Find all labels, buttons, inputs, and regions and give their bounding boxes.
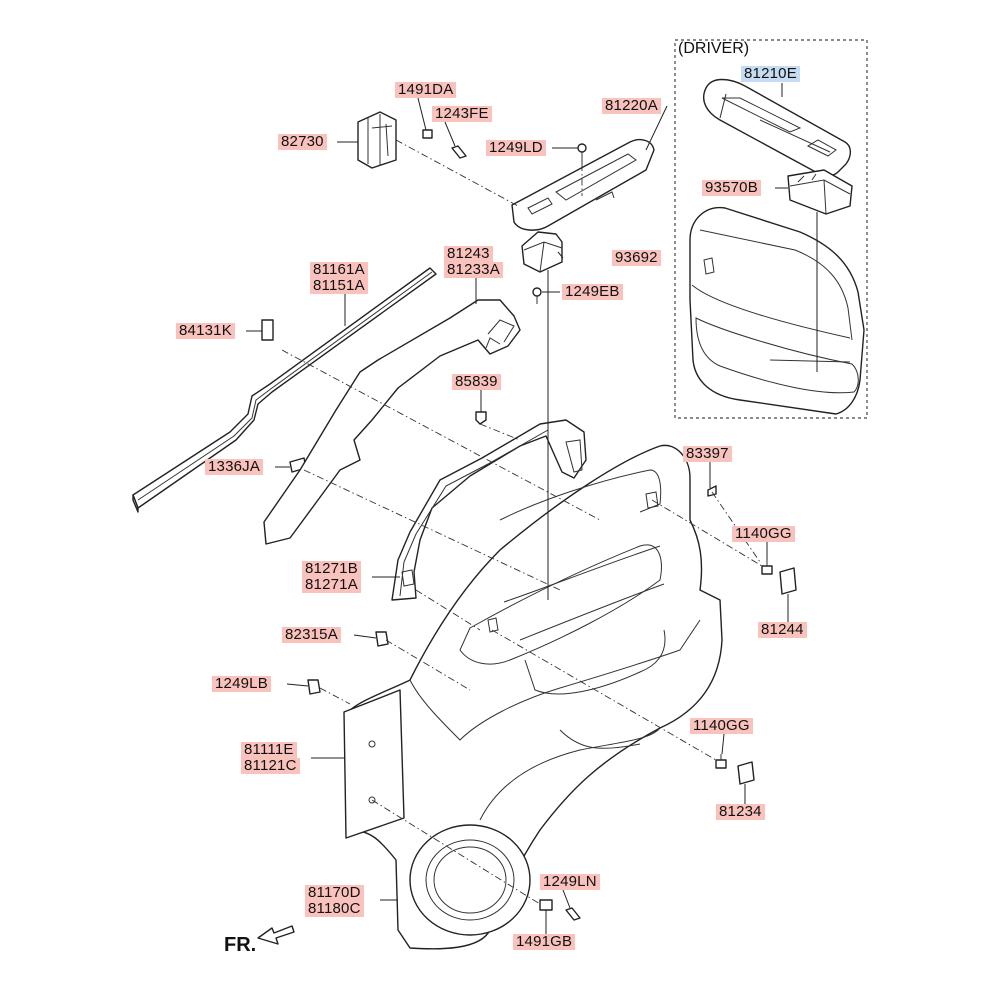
weatherstrip-81161A bbox=[132, 267, 437, 513]
part-label-1491GB[interactable]: 1491GB bbox=[513, 934, 576, 950]
part-label-81121C[interactable]: 81121C bbox=[241, 758, 300, 774]
garnish-81271B bbox=[391, 419, 587, 601]
bracket-82730 bbox=[357, 111, 397, 169]
part-label-81234[interactable]: 81234 bbox=[716, 804, 765, 820]
clip-85839 bbox=[475, 411, 487, 425]
part-label-81170D[interactable]: 81170D bbox=[305, 885, 364, 901]
part-label-1140GG-lower[interactable]: 1140GG bbox=[690, 718, 753, 734]
part-label-1336JA[interactable]: 1336JA bbox=[205, 459, 264, 475]
part-label-81161A[interactable]: 81161A bbox=[310, 262, 368, 278]
screw-1140GG-upper bbox=[761, 560, 773, 575]
part-label-82730[interactable]: 82730 bbox=[278, 134, 327, 150]
cap-81244 bbox=[779, 567, 797, 595]
driver-master-switch bbox=[787, 169, 853, 215]
door-trim-main bbox=[347, 444, 723, 950]
driver-inset-frame bbox=[674, 39, 868, 419]
screw-1243FE bbox=[451, 145, 467, 159]
switch-panel-81220A bbox=[511, 138, 655, 231]
part-label-81220A[interactable]: 81220A bbox=[602, 98, 661, 114]
part-label-1491DA[interactable]: 1491DA bbox=[395, 82, 457, 98]
trim-upper-81243 bbox=[263, 299, 521, 545]
switch-93692 bbox=[521, 231, 563, 273]
clip-83397 bbox=[707, 485, 717, 497]
driver-switch-bezel bbox=[702, 78, 852, 177]
part-label-81244[interactable]: 81244 bbox=[758, 622, 807, 638]
part-label-1243FE[interactable]: 1243FE bbox=[432, 106, 492, 122]
part-label-1249EB[interactable]: 1249EB bbox=[562, 284, 623, 300]
door-panel-81111E bbox=[343, 689, 405, 839]
part-label-84131K[interactable]: 84131K bbox=[176, 323, 235, 339]
screw-1249LN bbox=[565, 907, 581, 921]
screw-1249LD bbox=[577, 143, 587, 164]
part-label-93570B[interactable]: 93570B bbox=[702, 180, 761, 196]
clip-1491DA bbox=[422, 129, 433, 139]
part-label-81180C[interactable]: 81180C bbox=[305, 901, 364, 917]
part-label-1249LN[interactable]: 1249LN bbox=[540, 874, 600, 890]
part-label-81151A[interactable]: 81151A bbox=[310, 278, 368, 294]
screw-1249EB bbox=[532, 287, 542, 304]
part-label-81210E[interactable]: 81210E bbox=[741, 66, 800, 82]
screw-1140GG-lower bbox=[715, 754, 727, 769]
clip-84131K bbox=[261, 319, 274, 341]
part-label-81111E[interactable]: 81111E bbox=[241, 742, 297, 758]
cap-81234 bbox=[737, 761, 755, 785]
driver-door-trim-inset bbox=[689, 206, 865, 415]
speaker-grille bbox=[409, 824, 531, 936]
part-label-85839[interactable]: 85839 bbox=[452, 374, 501, 390]
part-label-1249LD[interactable]: 1249LD bbox=[486, 140, 546, 156]
part-label-81271A[interactable]: 81271A bbox=[302, 577, 361, 593]
front-arrow-icon bbox=[257, 925, 295, 945]
part-label-83397[interactable]: 83397 bbox=[683, 446, 732, 462]
part-label-81271B[interactable]: 81271B bbox=[302, 561, 361, 577]
part-label-93692[interactable]: 93692 bbox=[612, 250, 661, 266]
part-label-1140GG-upper[interactable]: 1140GG bbox=[732, 526, 795, 542]
assembly-lines bbox=[281, 139, 763, 905]
fastener-82315A bbox=[375, 631, 389, 647]
clip-1491GB bbox=[539, 899, 553, 911]
part-label-82315A[interactable]: 82315A bbox=[282, 627, 341, 643]
part-label-81233A[interactable]: 81233A bbox=[444, 262, 503, 278]
front-direction-label: FR. bbox=[224, 934, 257, 956]
fastener-1249LB bbox=[307, 679, 321, 695]
driver-caption: (DRIVER) bbox=[678, 40, 750, 57]
part-label-1249LB[interactable]: 1249LB bbox=[212, 676, 271, 692]
part-label-81243[interactable]: 81243 bbox=[444, 246, 493, 262]
